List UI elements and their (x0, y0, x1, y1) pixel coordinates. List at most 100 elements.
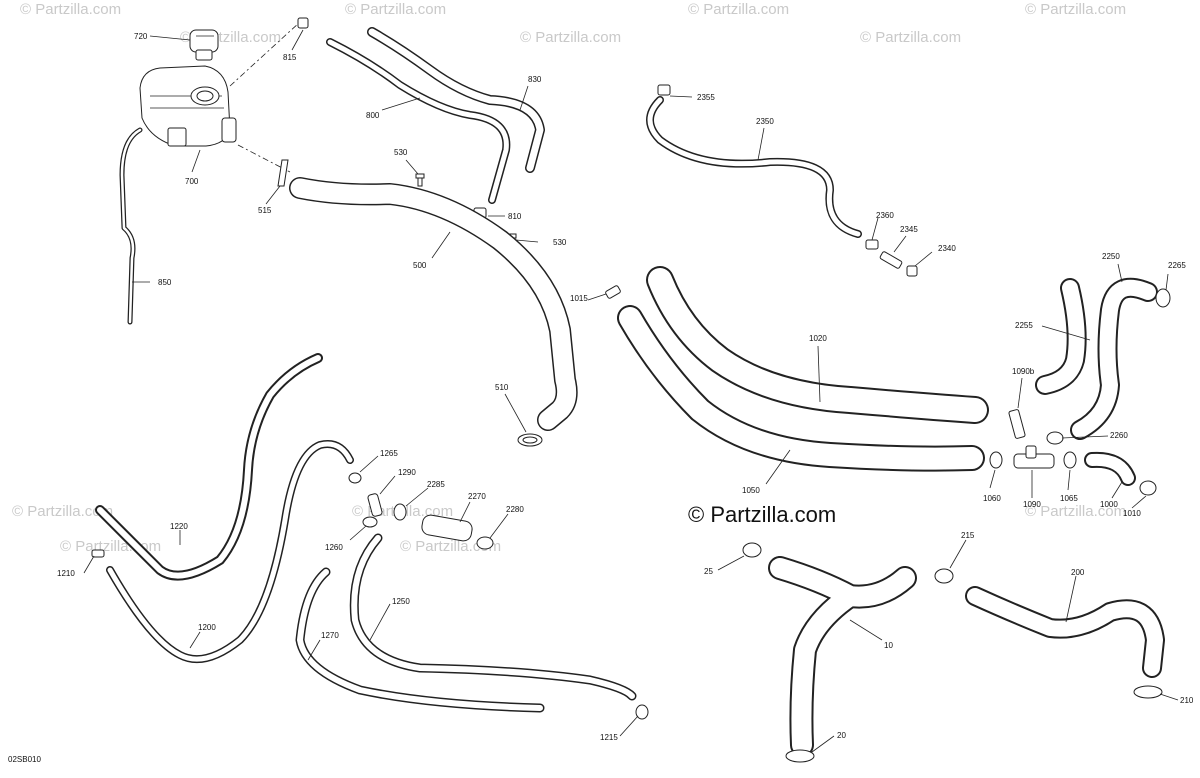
label-2360: 2360 (876, 211, 894, 220)
label-1050: 1050 (742, 486, 760, 495)
label-2355: 2355 (697, 93, 715, 102)
hose-500[interactable] (289, 177, 578, 431)
label-2265: 2265 (1168, 261, 1186, 270)
label-25: 25 (704, 567, 713, 576)
hose-1000[interactable] (1084, 451, 1136, 486)
label-1260: 1260 (325, 543, 343, 552)
label-530-lower: 530 (553, 238, 567, 247)
clamp-1215[interactable] (635, 704, 649, 720)
watermark-text: © Partzilla.com (860, 29, 961, 46)
label-2255: 2255 (1015, 321, 1033, 330)
label-1020: 1020 (809, 334, 827, 343)
hose-1270[interactable] (295, 567, 545, 713)
assembly-line (229, 21, 301, 87)
watermark-text: © Partzilla.com (1025, 503, 1126, 520)
reservoir-cap[interactable] (189, 29, 219, 61)
clamp-1010[interactable] (1139, 480, 1157, 496)
leader-lines (83, 29, 1179, 753)
assembly-line (237, 144, 291, 173)
clamp-20[interactable] (785, 749, 815, 763)
clamp-2360[interactable] (865, 239, 879, 250)
label-530-upper: 530 (394, 148, 408, 157)
label-1220: 1220 (170, 522, 188, 531)
label-500: 500 (413, 261, 427, 270)
label-510: 510 (495, 383, 509, 392)
hose-1220[interactable] (95, 353, 323, 581)
hose-800[interactable] (326, 38, 511, 204)
hose-2270[interactable] (421, 514, 474, 542)
label-215: 215 (961, 531, 975, 540)
label-2285: 2285 (427, 480, 445, 489)
watermark-text: © Partzilla.com (520, 29, 621, 46)
watermark-text: © Partzilla.com (345, 1, 446, 18)
label-2345: 2345 (900, 225, 918, 234)
clamp-1065[interactable] (1063, 451, 1077, 469)
clamp-2265[interactable] (1155, 288, 1171, 308)
hose-2255[interactable] (1035, 278, 1087, 395)
hose-1250[interactable] (349, 533, 637, 701)
label-1090b: 1090b (1012, 367, 1035, 376)
tee-fitting-1090[interactable] (1013, 445, 1055, 469)
label-1065: 1065 (1060, 494, 1078, 503)
label-1210: 1210 (57, 569, 75, 578)
label-10: 10 (884, 641, 893, 650)
label-1090: 1090 (1023, 500, 1041, 509)
fitting-1290[interactable] (367, 493, 383, 517)
label-1215: 1215 (600, 733, 618, 742)
screw-530-a[interactable] (415, 173, 425, 187)
hose-850[interactable] (119, 127, 143, 325)
label-1010: 1010 (1123, 509, 1141, 518)
clamp-1210[interactable] (91, 549, 105, 558)
clamp-2280[interactable] (476, 536, 494, 550)
hose-830[interactable] (367, 27, 545, 173)
hose-1200[interactable] (106, 440, 354, 664)
label-2350: 2350 (756, 117, 774, 126)
bleeder-1015[interactable] (605, 285, 621, 299)
label-1250: 1250 (392, 597, 410, 606)
hose-1050[interactable] (617, 305, 985, 472)
clamp-510[interactable] (517, 433, 543, 447)
watermark-text: © Partzilla.com (400, 538, 501, 555)
label-1200: 1200 (198, 623, 216, 632)
clamp-2355[interactable] (657, 84, 671, 96)
sensor-2345[interactable] (879, 251, 903, 269)
label-2260: 2260 (1110, 431, 1128, 440)
label-200: 200 (1071, 568, 1085, 577)
clamp-815[interactable] (297, 17, 309, 29)
label-20: 20 (837, 731, 846, 740)
clamp-2260[interactable] (1046, 431, 1064, 445)
clamp-1060[interactable] (989, 451, 1003, 469)
clamp-2285[interactable] (393, 503, 407, 521)
clamp-1260[interactable] (362, 516, 378, 528)
label-2270: 2270 (468, 492, 486, 501)
label-210: 210 (1180, 696, 1194, 705)
sensor-1090b[interactable] (1008, 409, 1026, 439)
hose-2250[interactable] (1070, 277, 1158, 440)
label-2340: 2340 (938, 244, 956, 253)
clamp-210[interactable] (1133, 685, 1163, 699)
label-2280: 2280 (506, 505, 524, 514)
label-1290: 1290 (398, 468, 416, 477)
label-1060: 1060 (983, 494, 1001, 503)
diagram-id: 02SB010 (8, 755, 41, 764)
label-1270: 1270 (321, 631, 339, 640)
label-2250: 2250 (1102, 252, 1120, 261)
label-850: 850 (158, 278, 172, 287)
watermark-text: © Partzilla.com (12, 503, 113, 520)
label-810: 810 (508, 212, 522, 221)
hose-1020[interactable] (646, 266, 989, 424)
clamp-1265[interactable] (348, 472, 362, 484)
hose-10[interactable] (768, 556, 917, 757)
part-labels: 720 815 830 800 700 530 515 810 530 500 … (57, 32, 1194, 742)
coolant-reservoir[interactable] (139, 65, 237, 147)
sensor-2340[interactable] (906, 265, 918, 277)
label-830: 830 (528, 75, 542, 84)
hose-200[interactable] (965, 586, 1165, 678)
label-1015: 1015 (570, 294, 588, 303)
hose-2350[interactable] (646, 96, 862, 238)
watermark-text: © Partzilla.com (1025, 1, 1126, 18)
clamp-25[interactable] (742, 542, 762, 558)
clamp-215[interactable] (934, 568, 954, 584)
fitting-515[interactable] (277, 159, 289, 187)
label-800: 800 (366, 111, 380, 120)
